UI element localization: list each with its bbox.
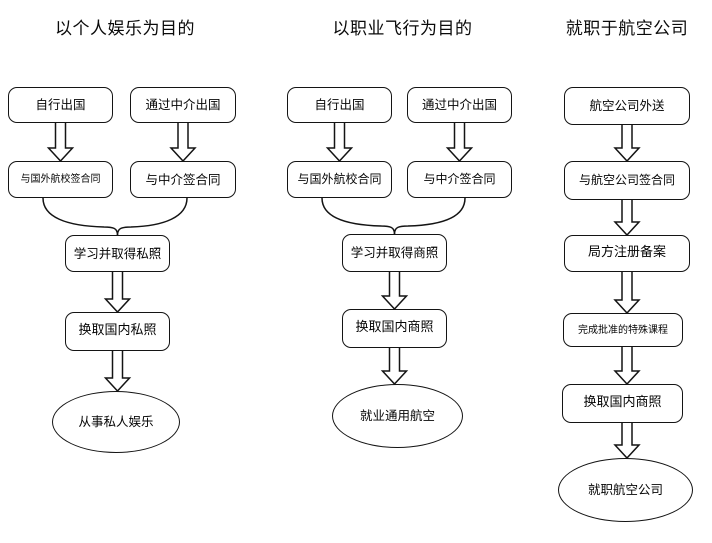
- arrow-col3-course-to-exchange: [613, 347, 641, 386]
- node-col1-study-license: 学习并取得私照: [65, 235, 170, 272]
- node-col2-go-agency: 通过中介出国: [407, 87, 512, 123]
- arrow-col1-goself-to-sign: [46, 123, 75, 163]
- column-title-airline: 就职于航空公司: [565, 19, 689, 39]
- node-col3-sent-out: 航空公司外送: [564, 87, 690, 125]
- node-col2-study-license: 学习并取得商照: [342, 234, 447, 272]
- node-col1-go-agency: 通过中介出国: [130, 87, 236, 123]
- arrow-col1-agency-to-sign: [169, 123, 197, 163]
- node-col1-sign-agency: 与中介签合同: [130, 161, 236, 198]
- arrow-col2-goself-to-sign: [325, 123, 354, 163]
- node-col1-sign-school: 与国外航校签合同: [8, 161, 113, 198]
- node-col3-outcome: 就职航空公司: [558, 458, 693, 522]
- arrow-col2-agency-to-sign: [445, 123, 474, 163]
- arrow-col2-study-to-exchange: [380, 272, 409, 311]
- column-title-personal: 以个人娱乐为目的: [55, 19, 195, 39]
- arrow-col3-sign-to-register: [613, 200, 641, 237]
- node-col3-sign-airline: 与航空公司签合同: [564, 161, 690, 200]
- merge-col1-left: [42, 197, 119, 236]
- arrow-col1-exchange-to-outcome: [103, 351, 132, 393]
- node-col1-outcome: 从事私人娱乐: [52, 391, 180, 453]
- node-col2-go-self: 自行出国: [287, 87, 392, 123]
- node-col2-sign-agency: 与中介签合同: [407, 161, 512, 198]
- merge-col2-right: [393, 197, 466, 235]
- arrow-col1-study-to-exchange: [103, 272, 132, 314]
- merge-col2-left: [321, 197, 396, 235]
- node-col1-exchange-license: 换取国内私照: [65, 312, 170, 351]
- merge-col1-right: [116, 197, 188, 236]
- arrow-col2-exchange-to-outcome: [380, 348, 409, 386]
- node-col1-go-self: 自行出国: [8, 87, 113, 123]
- node-col3-special-course: 完成批准的特殊课程: [563, 313, 683, 347]
- node-col3-register: 局方注册备案: [564, 235, 690, 272]
- arrow-col3-register-to-course: [613, 272, 641, 315]
- node-col2-sign-school: 与国外航校合同: [287, 161, 392, 198]
- node-col2-outcome: 就业通用航空: [332, 384, 463, 448]
- node-col3-exchange-license: 换取国内商照: [562, 384, 683, 423]
- arrow-col3-exchange-to-outcome: [613, 423, 641, 460]
- column-title-professional: 以职业飞行为目的: [332, 19, 473, 39]
- node-col2-exchange-license: 换取国内商照: [342, 309, 447, 348]
- arrow-col3-sent-to-sign: [613, 125, 641, 163]
